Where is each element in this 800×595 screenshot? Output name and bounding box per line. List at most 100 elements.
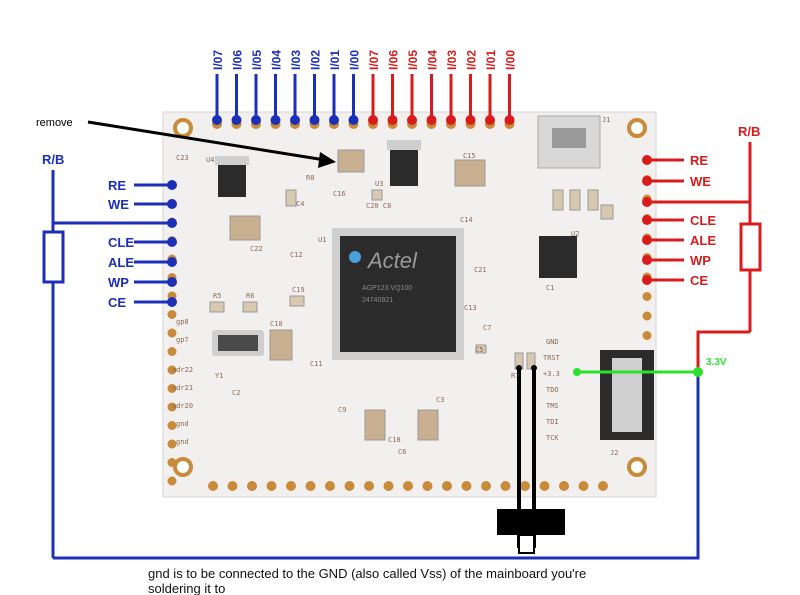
blue-io-label: I/04	[270, 50, 284, 70]
red-io-label: I/02	[465, 50, 479, 70]
actel-chip: Actel AGP123 VQ100 24740921	[332, 228, 464, 360]
right-signal-label: CLE	[690, 213, 716, 228]
left-signal-pad	[167, 237, 177, 247]
svg-text:C3: C3	[436, 396, 444, 404]
blue-data-pad	[329, 115, 339, 125]
red-data-pad	[465, 115, 476, 125]
bottom-pad	[539, 481, 550, 491]
svg-text:C11: C11	[310, 360, 323, 368]
left-control-wires	[42, 170, 700, 560]
right-signal-pad	[642, 176, 652, 186]
svg-text:R7: R7	[511, 372, 519, 380]
svg-text:U4: U4	[206, 156, 214, 164]
svg-text:R8: R8	[306, 174, 314, 182]
left-pad	[167, 384, 177, 393]
caption-line-1: gnd is to be connected to the GND (also …	[148, 566, 587, 581]
right-signal-pad	[642, 215, 652, 225]
right-control-wires	[647, 142, 762, 372]
svg-text:adr20: adr20	[172, 402, 193, 410]
svg-text:C6: C6	[398, 448, 406, 456]
red-data-pad	[368, 115, 378, 125]
bottom-pad	[403, 481, 413, 491]
left-signal-label: WE	[108, 197, 129, 212]
red-data-pad	[485, 115, 495, 125]
red-data-pad	[504, 115, 515, 125]
svg-text:TRST: TRST	[543, 354, 561, 362]
svg-text:TDO: TDO	[546, 386, 559, 394]
red-data-pad	[446, 115, 456, 125]
regulator-u3	[387, 140, 421, 186]
power-3v3-wire	[573, 367, 703, 377]
red-io-label: I/04	[426, 50, 440, 70]
bottom-pad	[559, 481, 569, 491]
svg-text:C18: C18	[388, 436, 401, 444]
svg-text:C19: C19	[292, 286, 305, 294]
right-signal-label: CE	[690, 273, 708, 288]
svg-text:adr21: adr21	[172, 384, 193, 392]
svg-text:TCK: TCK	[546, 434, 559, 442]
right-rb-label: R/B	[738, 124, 760, 139]
right-pad	[642, 292, 652, 301]
connector-j2	[600, 350, 654, 440]
left-signal-label: WP	[108, 275, 129, 290]
remove-arrow	[87, 120, 336, 168]
svg-text:C16: C16	[333, 190, 346, 198]
svg-text:Y1: Y1	[215, 372, 223, 380]
bottom-pad	[325, 481, 335, 491]
svg-text:gp7: gp7	[176, 336, 189, 344]
right-pullup-resistor	[739, 222, 762, 272]
blue-data-pad	[212, 115, 222, 125]
svg-text:gnd: gnd	[176, 420, 189, 428]
blue-io-label: I/03	[289, 50, 303, 70]
left-signal-label: CE	[108, 295, 126, 310]
blue-io-label: I/01	[328, 50, 342, 70]
blue-data-pad	[290, 115, 300, 125]
svg-text:C1: C1	[546, 284, 554, 292]
bottom-pad	[208, 481, 218, 491]
red-data-pad	[426, 115, 437, 125]
blue-data-pad	[251, 115, 261, 125]
svg-text:C21: C21	[474, 266, 487, 274]
blue-io-label: I/05	[250, 50, 264, 70]
red-io-label: I/00	[504, 50, 518, 70]
regulator-u4	[215, 156, 249, 197]
svg-text:J1: J1	[602, 116, 610, 124]
svg-text:GND: GND	[546, 338, 559, 346]
right-rb-pad	[642, 197, 652, 207]
bottom-pad	[422, 481, 433, 491]
svg-text:R6: R6	[246, 292, 254, 300]
right-signal-pad	[642, 155, 652, 165]
pcb-silkscreen: C23 U4 R8 U3 C15 C4 C20 C8 C16 U1 C12 C2…	[172, 116, 618, 457]
svg-text:R5: R5	[213, 292, 221, 300]
red-data-pad	[407, 115, 417, 125]
svg-text:U1: U1	[318, 236, 326, 244]
bottom-pad	[344, 481, 355, 491]
svg-text:C9: C9	[338, 406, 346, 414]
red-io-label: I/03	[445, 50, 459, 70]
gnd-caption: gnd is to be connected to the GND (also …	[148, 566, 668, 595]
svg-text:TMS: TMS	[546, 402, 559, 410]
left-signal-pad	[167, 277, 177, 287]
svg-text:C14: C14	[460, 216, 473, 224]
left-pad	[167, 476, 177, 486]
right-signal-label: WP	[690, 253, 711, 268]
right-signal-label: ALE	[690, 233, 716, 248]
svg-text:C10: C10	[270, 320, 283, 328]
left-signal-pad	[167, 180, 177, 190]
right-signal-label: RE	[690, 153, 708, 168]
red-data-wires	[368, 74, 515, 125]
chip-brand-text: Actel	[366, 248, 418, 273]
red-io-label: I/07	[367, 50, 381, 70]
red-io-label: I/06	[387, 50, 401, 70]
right-signal-wires	[642, 155, 684, 285]
left-signal-label: RE	[108, 178, 126, 193]
bottom-pad	[481, 481, 491, 491]
svg-text:C7: C7	[483, 324, 491, 332]
caption-line-2: soldering it to	[148, 581, 226, 595]
chip-u2	[539, 236, 577, 278]
svg-text:C13: C13	[464, 304, 477, 312]
switch-body	[497, 509, 565, 535]
